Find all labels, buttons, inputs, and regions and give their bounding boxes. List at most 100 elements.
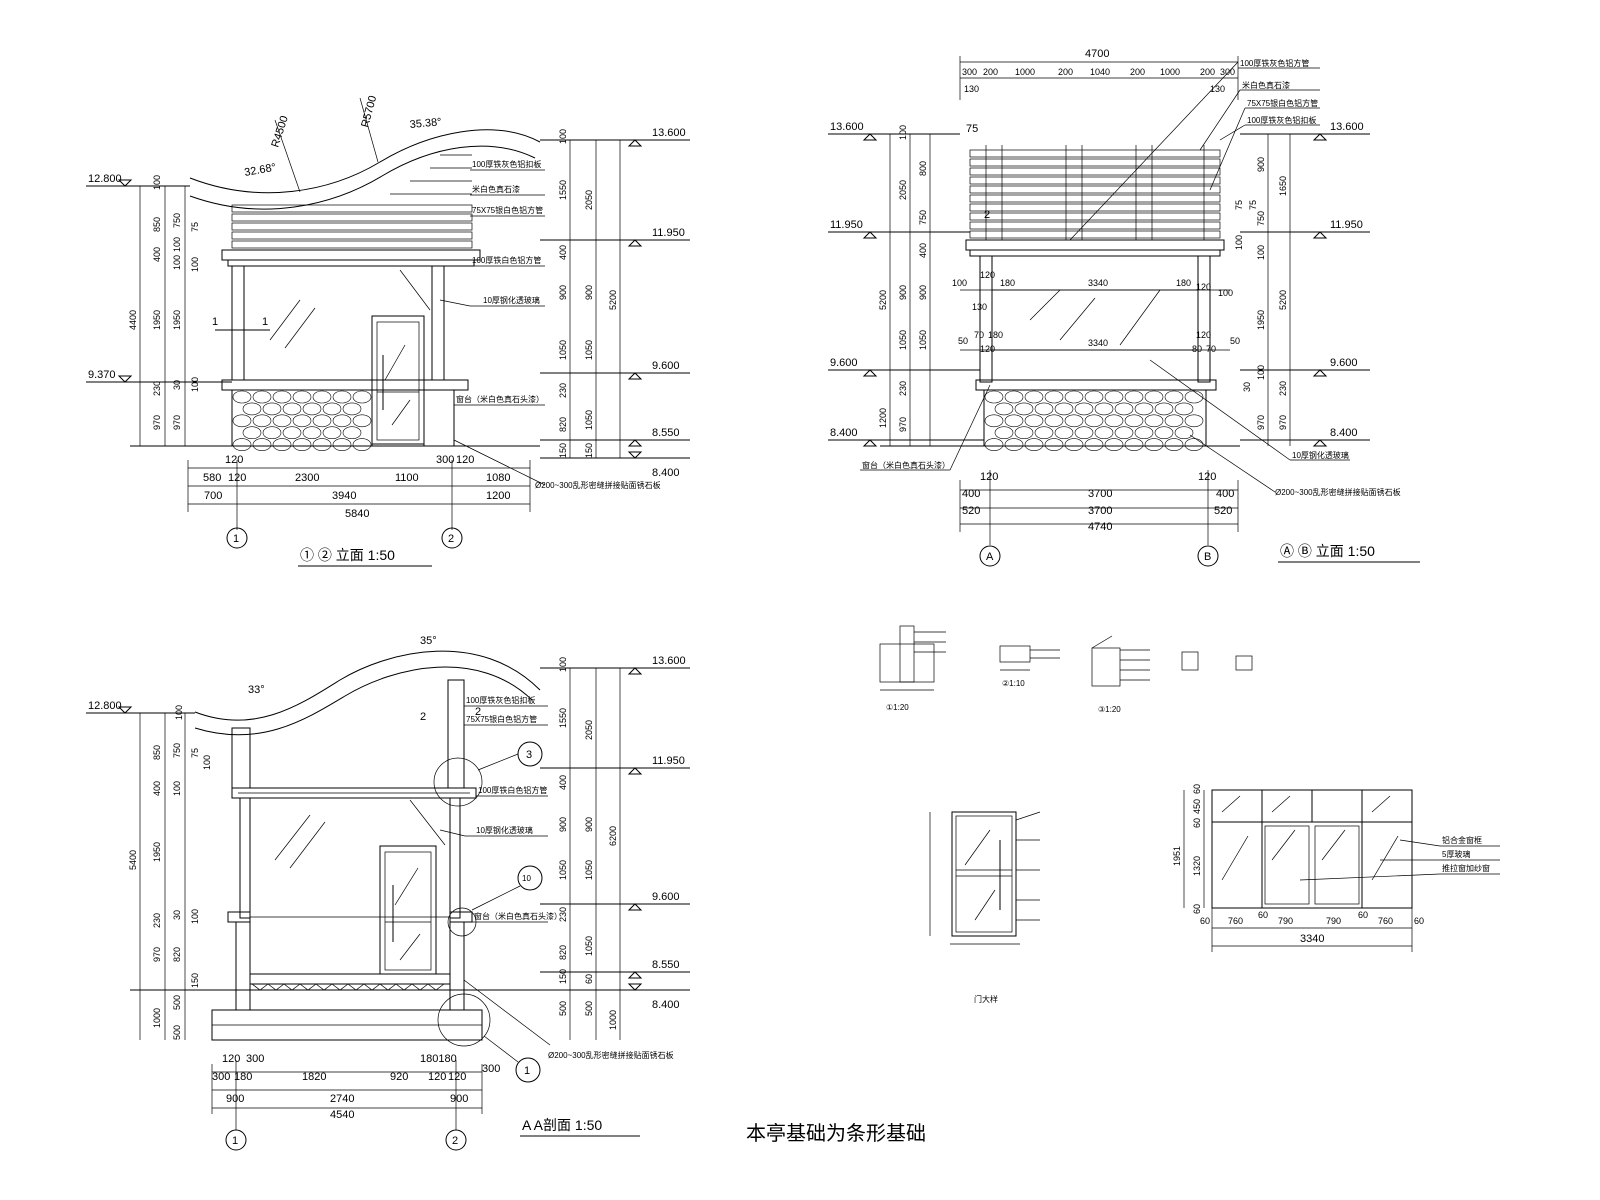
stone: [232, 390, 252, 404]
stone: [282, 402, 302, 416]
stone: [994, 426, 1014, 440]
svg-text:1000: 1000: [1015, 67, 1035, 77]
stone: [1024, 438, 1044, 451]
svg-text:900: 900: [584, 817, 594, 832]
svg-text:300: 300: [212, 1071, 230, 1083]
svg-text:120: 120: [1196, 330, 1211, 340]
svg-text:900: 900: [450, 1093, 468, 1105]
svg-text:970: 970: [1278, 415, 1288, 430]
svg-text:100: 100: [1256, 245, 1266, 260]
stone: [1084, 438, 1104, 451]
section-a-a: 33° 35° 3 10 1 2 2 100厚铁灰色铝扣板: [86, 635, 690, 1151]
svg-text:100厚铁灰色铝方管: 100厚铁灰色铝方管: [1240, 58, 1309, 68]
svg-text:900: 900: [584, 285, 594, 300]
column-right: [1197, 255, 1211, 383]
svg-text:230: 230: [558, 907, 568, 922]
stone: [1074, 426, 1094, 440]
svg-text:150: 150: [558, 969, 568, 984]
svg-text:米白色真石漆: 米白色真石漆: [472, 184, 520, 194]
svg-text:100厚铁灰色铝扣板: 100厚铁灰色铝扣板: [1247, 115, 1316, 125]
stone: [1024, 390, 1044, 404]
svg-text:100厚铁白色铝方管: 100厚铁白色铝方管: [472, 255, 541, 265]
dims-bottom: 120 580 120 2300 1100 300 120 1080 700 3…: [187, 454, 531, 530]
svg-text:100厚铁灰色铝扣板: 100厚铁灰色铝扣板: [466, 695, 535, 705]
stone: [1064, 414, 1084, 428]
roof-louvers: [969, 145, 1221, 240]
svg-text:窗台（米白色真石头漆）: 窗台（米白色真石头漆）: [474, 911, 562, 921]
beam: [221, 249, 481, 261]
svg-text:820: 820: [558, 945, 568, 960]
svg-text:150: 150: [584, 443, 594, 458]
svg-text:400: 400: [558, 775, 568, 790]
beam-lower: [227, 259, 475, 267]
svg-text:6200: 6200: [608, 826, 618, 846]
svg-text:2050: 2050: [584, 190, 594, 210]
svg-text:300: 300: [246, 1053, 264, 1065]
stone: [1104, 390, 1124, 404]
dims-right: 100 1550 2050 400 900 900 6200 1050 1050…: [558, 657, 621, 1040]
svg-text:1650: 1650: [1278, 176, 1288, 196]
svg-text:750: 750: [172, 743, 182, 758]
svg-text:1000: 1000: [608, 1010, 618, 1030]
svg-text:13.600: 13.600: [652, 127, 686, 139]
svg-text:970: 970: [152, 947, 162, 962]
dims-bottom: 120 300 180180 300 180 1820 920 120 120 …: [211, 1053, 500, 1130]
axis-1: 1: [232, 1135, 238, 1147]
svg-text:4700: 4700: [1085, 48, 1109, 60]
svg-text:500: 500: [558, 1001, 568, 1016]
svg-text:11.950: 11.950: [830, 219, 863, 231]
stone: [292, 390, 312, 404]
column-left: [979, 255, 993, 383]
stone: [352, 438, 372, 451]
stone: [1064, 438, 1084, 451]
dims-left: 100 850 750 100 75 400 100 100 4400 1950…: [128, 175, 200, 446]
stone: [332, 414, 352, 428]
svg-text:1050: 1050: [584, 860, 594, 880]
svg-text:100: 100: [558, 657, 568, 672]
stone: [302, 402, 322, 416]
axis-2: 2: [448, 533, 454, 545]
level-12800: 12.800: [88, 173, 122, 185]
svg-text:1550: 1550: [558, 180, 568, 200]
stone: [984, 438, 1004, 451]
svg-text:150: 150: [190, 973, 200, 988]
svg-text:500: 500: [584, 1001, 594, 1016]
svg-text:1950: 1950: [1256, 310, 1266, 330]
svg-text:1820: 1820: [302, 1071, 326, 1083]
stone: [1184, 414, 1204, 428]
axis-1: 1: [233, 533, 239, 545]
svg-text:400: 400: [962, 488, 980, 500]
svg-text:1950: 1950: [172, 310, 182, 330]
title-section-a-a: A A剖面 1:50: [522, 1117, 602, 1133]
notes: 100厚铁灰色铝扣板 75X75银白色铝方管 100厚铁白色铝方管 10厚钢化透…: [439, 695, 674, 1060]
svg-text:4540: 4540: [330, 1109, 354, 1121]
axis-b: B: [1204, 551, 1211, 563]
stone: [1144, 390, 1164, 404]
svg-text:230: 230: [558, 383, 568, 398]
stone: [322, 426, 342, 440]
svg-text:970: 970: [898, 417, 908, 432]
svg-text:180: 180: [1176, 278, 1191, 288]
title-elevation-a-b: Ⓐ Ⓑ 立面 1:50: [1280, 543, 1375, 559]
stone: [242, 402, 262, 416]
svg-text:9.600: 9.600: [830, 357, 858, 369]
svg-text:820: 820: [172, 947, 182, 962]
svg-text:1000: 1000: [152, 1008, 162, 1028]
svg-text:1050: 1050: [558, 860, 568, 880]
stone: [1094, 426, 1114, 440]
stone: [1144, 414, 1164, 428]
stone: [1014, 426, 1034, 440]
svg-text:3940: 3940: [332, 490, 356, 502]
svg-text:100: 100: [558, 129, 568, 144]
stone: [1154, 426, 1174, 440]
stone: [1164, 390, 1184, 404]
svg-text:1950: 1950: [152, 310, 162, 330]
svg-text:130: 130: [972, 302, 987, 312]
svg-text:1050: 1050: [918, 330, 928, 350]
svg-text:790: 790: [1326, 916, 1341, 926]
stone: [1004, 414, 1024, 428]
svg-text:①1:20: ①1:20: [886, 703, 909, 712]
svg-text:150: 150: [558, 443, 568, 458]
svg-text:1040: 1040: [1090, 67, 1110, 77]
svg-text:100: 100: [190, 909, 200, 924]
